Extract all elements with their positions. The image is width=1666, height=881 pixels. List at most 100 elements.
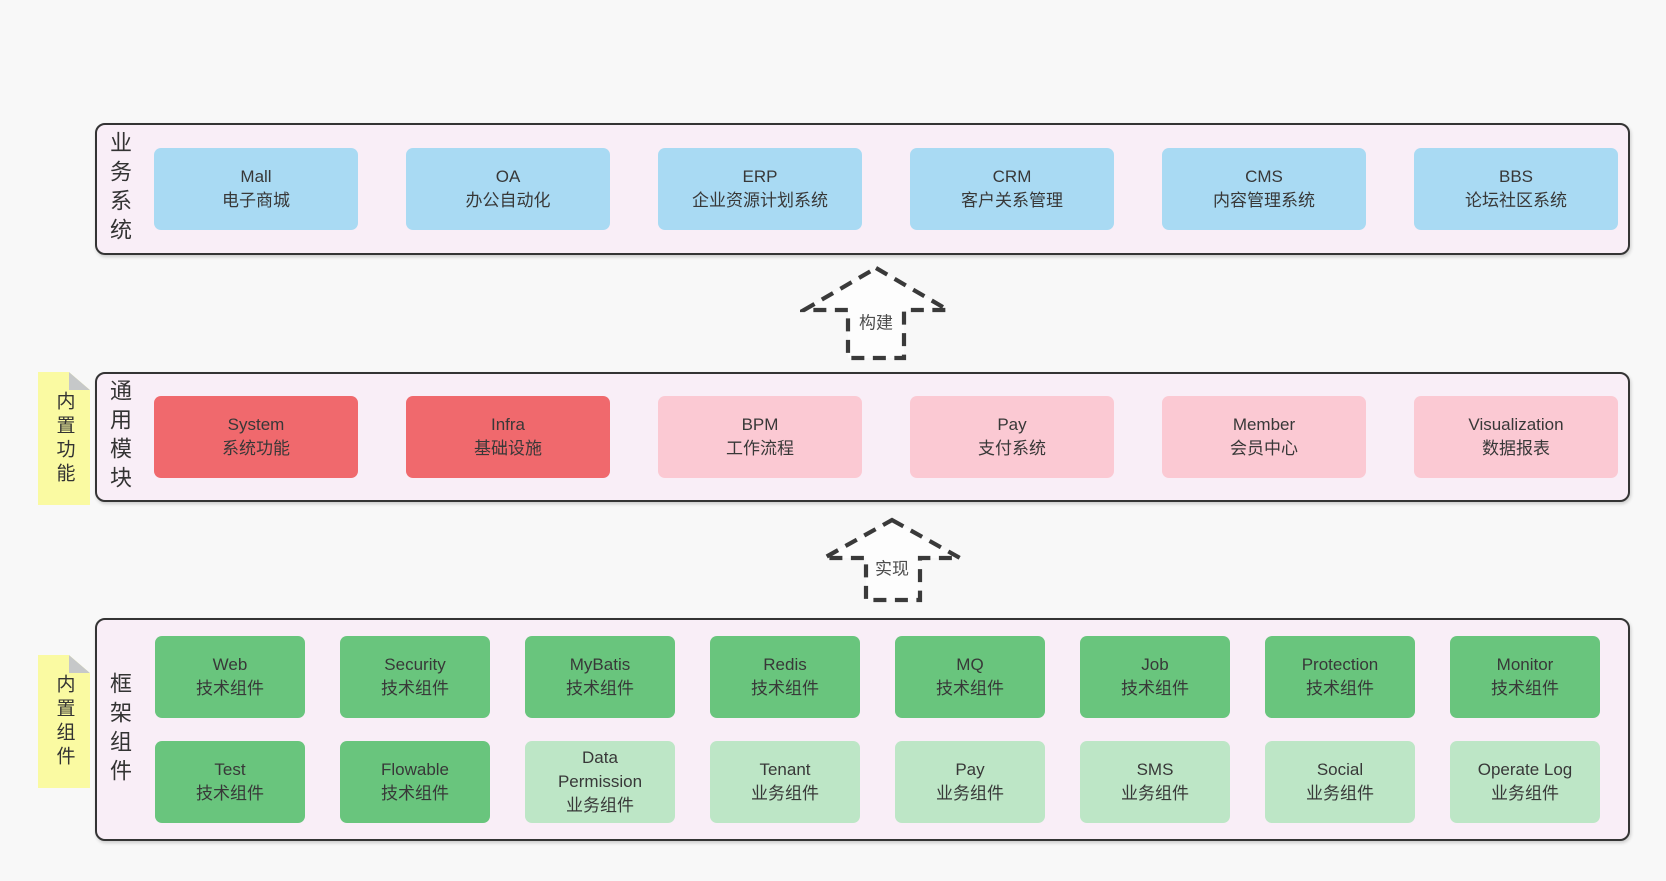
box-subtitle: 工作流程 (726, 439, 794, 458)
box-subtitle: 技术组件 (1491, 679, 1559, 698)
box-data-permission: Data Permission 业务组件 (525, 741, 675, 823)
box-subtitle: 技术组件 (936, 679, 1004, 698)
box-title: SMS (1136, 759, 1174, 779)
box-subtitle: 技术组件 (196, 784, 264, 803)
box-title: MQ (956, 654, 984, 674)
box-title: System (227, 414, 285, 434)
box-monitor: Monitor 技术组件 (1450, 636, 1600, 718)
box-title: Protection (1301, 654, 1379, 674)
arrow-label: 构建 (857, 308, 895, 334)
box-subtitle: 数据报表 (1482, 439, 1550, 458)
panel-common-modules: 通用模块 System 系统功能 Infra 基础设施 BPM 工作流程 Pay (95, 372, 1630, 502)
side-label-common-modules: 通用模块 (107, 374, 132, 500)
box-title: Redis (763, 654, 807, 674)
box-row: Test 技术组件 Flowable 技术组件 Data Permission … (155, 741, 1628, 823)
panel-row-area: System 系统功能 Infra 基础设施 BPM 工作流程 Pay 支付系统… (97, 374, 1628, 500)
box-subtitle: 技术组件 (381, 784, 449, 803)
box-row: Mall 电子商城 OA 办公自动化 ERP 企业资源计划系统 CRM 客户关系… (154, 148, 1628, 230)
box-title: Security (384, 654, 446, 674)
box-title: Test (214, 759, 246, 779)
box-job: Job 技术组件 (1080, 636, 1230, 718)
side-label-text: 业务系统 (107, 131, 132, 247)
box-title: Visualization (1468, 414, 1564, 434)
sticky-text: 内置组件 (53, 673, 75, 770)
box-flowable: Flowable 技术组件 (340, 741, 490, 823)
box-subtitle: 办公自动化 (465, 191, 551, 210)
box-infra: Infra 基础设施 (406, 396, 610, 478)
box-title: Web (212, 654, 248, 674)
side-label-business-systems: 业务系统 (107, 125, 132, 253)
panel-business-systems: 业务系统 Mall 电子商城 OA 办公自动化 ERP 企业资源计划系统 CRM (95, 123, 1630, 255)
box-title: BPM (741, 414, 779, 434)
box-tenant: Tenant 业务组件 (710, 741, 860, 823)
box-test: Test 技术组件 (155, 741, 305, 823)
box-title: Mall (240, 166, 272, 186)
box-mybatis: MyBatis 技术组件 (525, 636, 675, 718)
box-title: BBS (1498, 166, 1534, 186)
box-oa: OA 办公自动化 (406, 148, 610, 230)
box-title: OA (495, 166, 521, 186)
box-title: MyBatis (569, 654, 631, 674)
box-subtitle: 内容管理系统 (1213, 191, 1315, 210)
box-web: Web 技术组件 (155, 636, 305, 718)
box-title: Job (1141, 654, 1169, 674)
box-subtitle: 业务组件 (1306, 784, 1374, 803)
box-mq: MQ 技术组件 (895, 636, 1045, 718)
box-title: Social (1316, 759, 1364, 779)
sticky-note-built-in-components: 内置组件 (38, 655, 90, 788)
box-row: System 系统功能 Infra 基础设施 BPM 工作流程 Pay 支付系统… (154, 396, 1628, 478)
arrow-label: 实现 (873, 554, 911, 580)
panel-row-area: Mall 电子商城 OA 办公自动化 ERP 企业资源计划系统 CRM 客户关系… (97, 125, 1628, 253)
box-subtitle: 企业资源计划系统 (692, 191, 828, 210)
box-subtitle: 会员中心 (1230, 439, 1298, 458)
box-row: Web 技术组件 Security 技术组件 MyBatis 技术组件 Redi… (155, 636, 1628, 718)
box-title: Data Permission (557, 747, 643, 791)
box-subtitle: 技术组件 (751, 679, 819, 698)
box-subtitle: 电子商城 (222, 191, 290, 210)
box-social: Social 业务组件 (1265, 741, 1415, 823)
box-subtitle: 技术组件 (566, 679, 634, 698)
box-title: Tenant (759, 759, 811, 779)
box-title: CRM (992, 166, 1032, 186)
side-label-framework-components: 框架组件 (107, 620, 132, 839)
box-mall: Mall 电子商城 (154, 148, 358, 230)
box-title: Pay (997, 414, 1027, 434)
box-pay-system: Pay 支付系统 (910, 396, 1114, 478)
box-subtitle: 技术组件 (381, 679, 449, 698)
box-subtitle: 论坛社区系统 (1465, 191, 1567, 210)
box-member: Member 会员中心 (1162, 396, 1366, 478)
box-bbs: BBS 论坛社区系统 (1414, 148, 1618, 230)
box-subtitle: 基础设施 (474, 439, 542, 458)
box-subtitle: 业务组件 (1121, 784, 1189, 803)
box-title: ERP (742, 166, 778, 186)
box-security: Security 技术组件 (340, 636, 490, 718)
box-sms: SMS 业务组件 (1080, 741, 1230, 823)
panel-framework-components: 框架组件 Web 技术组件 Security 技术组件 MyBatis 技术组件… (95, 618, 1630, 841)
panel-row-area: Web 技术组件 Security 技术组件 MyBatis 技术组件 Redi… (97, 620, 1628, 839)
box-protection: Protection 技术组件 (1265, 636, 1415, 718)
box-subtitle: 业务组件 (751, 784, 819, 803)
arrow-implement: 实现 (820, 516, 964, 604)
box-subtitle: 业务组件 (936, 784, 1004, 803)
box-redis: Redis 技术组件 (710, 636, 860, 718)
box-subtitle: 业务组件 (1491, 784, 1559, 803)
box-system: System 系统功能 (154, 396, 358, 478)
box-subtitle: 支付系统 (978, 439, 1046, 458)
box-title: Member (1232, 414, 1296, 434)
box-title: Monitor (1496, 654, 1554, 674)
box-title: Infra (490, 414, 526, 434)
box-subtitle: 业务组件 (566, 796, 634, 816)
arrow-build: 构建 (800, 264, 952, 362)
box-title: Pay (955, 759, 985, 779)
box-subtitle: 技术组件 (1306, 679, 1374, 698)
box-erp: ERP 企业资源计划系统 (658, 148, 862, 230)
side-label-text: 通用模块 (107, 379, 132, 495)
box-pay-component: Pay 业务组件 (895, 741, 1045, 823)
box-subtitle: 客户关系管理 (961, 191, 1063, 210)
sticky-text: 内置功能 (53, 390, 75, 487)
box-subtitle: 技术组件 (196, 679, 264, 698)
side-label-text: 框架组件 (107, 671, 132, 788)
box-bpm: BPM 工作流程 (658, 396, 862, 478)
sticky-note-built-in-features: 内置功能 (38, 372, 90, 505)
box-crm: CRM 客户关系管理 (910, 148, 1114, 230)
